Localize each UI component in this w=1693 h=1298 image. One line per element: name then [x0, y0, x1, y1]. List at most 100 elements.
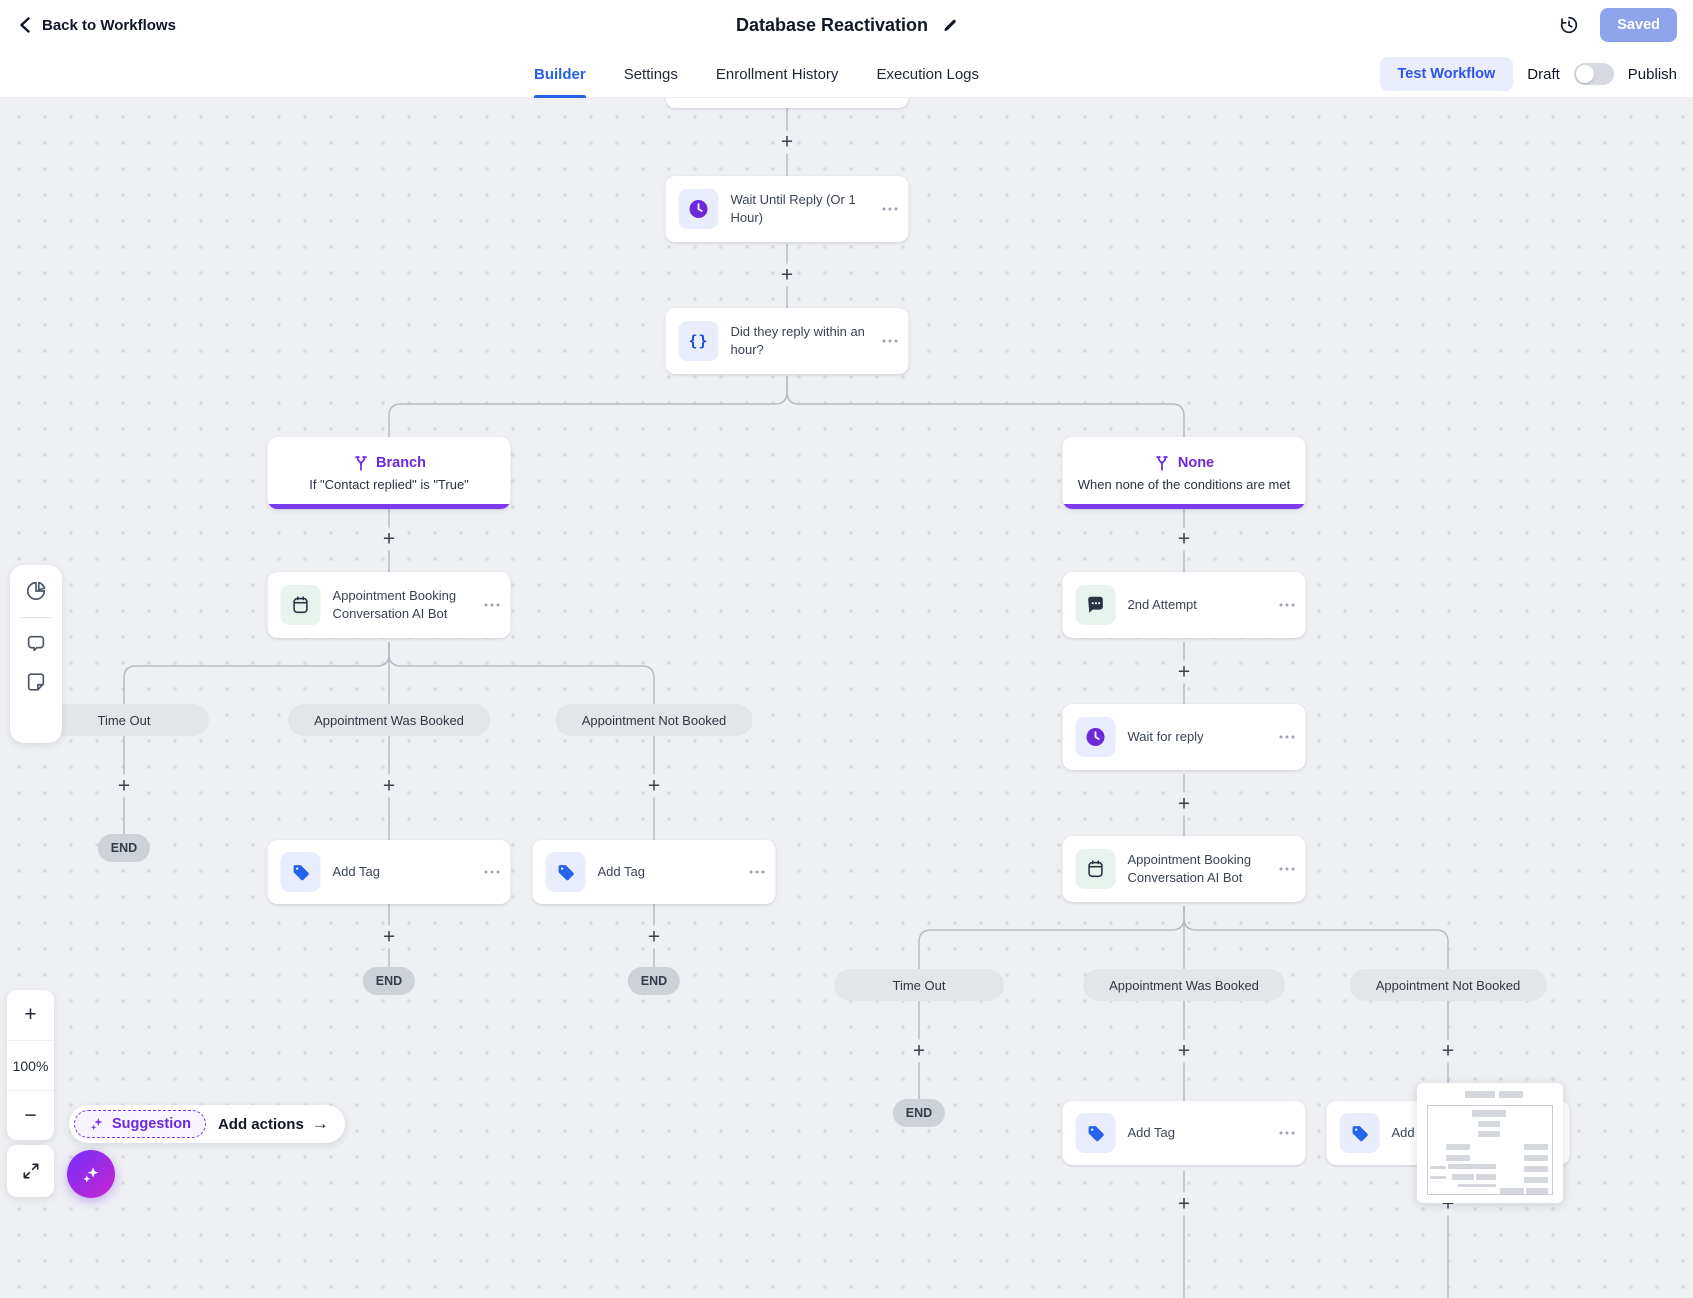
calendar-icon [280, 585, 321, 625]
minimap-viewport [1427, 1105, 1553, 1195]
comment-icon[interactable] [24, 632, 48, 656]
suggestion-label: Suggestion [112, 1116, 191, 1132]
more-options-icon[interactable] [1279, 603, 1295, 607]
tab-enrollment-history[interactable]: Enrollment History [715, 65, 839, 83]
tab-settings[interactable]: Settings [623, 65, 678, 83]
branch-header-none[interactable]: None When none of the conditions are met [1062, 437, 1306, 509]
add-actions-button[interactable]: Add actions → [217, 1114, 329, 1133]
draft-label: Draft [1527, 65, 1560, 83]
node-add-tag[interactable]: Add Tag [267, 840, 511, 904]
add-step-button[interactable]: + [1174, 1039, 1194, 1063]
node-title: Add Tag [332, 864, 380, 880]
branch-pill-not-booked[interactable]: Appointment Not Booked [1349, 969, 1547, 1001]
tab-execution-logs[interactable]: Execution Logs [876, 65, 980, 83]
arrow-right-icon: → [311, 1114, 329, 1133]
sticky-note-icon[interactable] [24, 670, 48, 694]
branch-fork-icon [1156, 455, 1169, 471]
publish-label: Publish [1627, 65, 1677, 83]
workflow-canvas[interactable]: + + + + + + + + + + + + + + + + Wait Unt… [0, 40, 1693, 1298]
branch-badge: None [1177, 455, 1215, 471]
end-badge: END [627, 967, 681, 995]
more-options-icon[interactable] [882, 207, 898, 211]
expand-arrows-icon [23, 1163, 39, 1179]
add-step-button[interactable]: + [1174, 792, 1194, 816]
clock-icon [1075, 717, 1116, 757]
node-title: 2nd Attempt [1127, 597, 1197, 613]
save-button[interactable]: Saved [1600, 8, 1677, 42]
add-step-button[interactable]: + [644, 774, 664, 798]
add-step-button[interactable]: + [777, 263, 797, 287]
suggestion-bar: Suggestion Add actions → [69, 1105, 345, 1143]
add-step-button[interactable]: + [379, 925, 399, 949]
node-title: Add Tag [1127, 1125, 1175, 1141]
add-step-button[interactable]: + [379, 774, 399, 798]
sparkles-icon [83, 1167, 99, 1183]
suggestion-button[interactable]: Suggestion [74, 1110, 206, 1138]
node-wait-for-reply[interactable]: Wait for reply [1062, 704, 1306, 770]
zoom-in-button[interactable]: + [24, 1003, 37, 1026]
chevron-left-icon [20, 17, 30, 33]
tag-icon [1075, 1113, 1116, 1153]
end-badge: END [362, 967, 416, 995]
branch-condition: When none of the conditions are met [1077, 476, 1291, 492]
sparkles-icon [91, 1118, 103, 1130]
tag-icon [280, 852, 321, 892]
node-title: Did they reply within an hour? [730, 324, 865, 357]
fit-to-screen-button[interactable] [7, 1145, 54, 1197]
branch-pill-time-out[interactable]: Time Out [834, 969, 1004, 1001]
branch-pill-not-booked[interactable]: Appointment Not Booked [555, 704, 753, 736]
more-options-icon[interactable] [1279, 1131, 1295, 1135]
node-add-tag[interactable]: Add Tag [1062, 1101, 1306, 1165]
branch-header-true[interactable]: Branch If "Contact replied" is "True" [267, 437, 511, 509]
node-title: Appointment Booking Conversation AI Bot [1127, 852, 1252, 885]
zoom-out-button[interactable]: − [7, 1090, 54, 1140]
node-did-they-reply[interactable]: {} Did they reply within an hour? [665, 308, 909, 374]
branch-accent-bar [1062, 504, 1306, 509]
more-options-icon[interactable] [882, 339, 898, 343]
node-title: Wait for reply [1127, 729, 1204, 745]
more-options-icon[interactable] [1279, 735, 1295, 739]
add-step-button[interactable]: + [644, 925, 664, 949]
test-workflow-button[interactable]: Test Workflow [1379, 57, 1514, 91]
tag-icon [1339, 1113, 1380, 1153]
more-options-icon[interactable] [749, 870, 765, 874]
more-options-icon[interactable] [484, 603, 500, 607]
add-step-button[interactable]: + [379, 527, 399, 551]
publish-toggle[interactable] [1573, 63, 1614, 85]
node-ai-bot[interactable]: Appointment Booking Conversation AI Bot [267, 572, 511, 638]
ai-assistant-fab[interactable] [67, 1150, 115, 1198]
node-title: Wait Until Reply (Or 1 Hour) [730, 192, 856, 225]
zoom-level: 100% [7, 1040, 54, 1090]
add-step-button[interactable]: + [114, 774, 134, 798]
branch-badge: Branch [376, 455, 426, 471]
minimap[interactable] [1417, 1083, 1563, 1203]
add-step-button[interactable]: + [909, 1039, 929, 1063]
more-options-icon[interactable] [1279, 867, 1295, 871]
node-wait-until-reply[interactable]: Wait Until Reply (Or 1 Hour) [665, 176, 909, 242]
add-step-button[interactable]: + [1174, 1192, 1194, 1216]
branch-pill-booked[interactable]: Appointment Was Booked [288, 704, 490, 736]
add-step-button[interactable]: + [1174, 527, 1194, 551]
node-second-attempt[interactable]: 2nd Attempt [1062, 572, 1306, 638]
stats-pie-icon[interactable] [24, 579, 48, 603]
node-ai-bot[interactable]: Appointment Booking Conversation AI Bot [1062, 836, 1306, 902]
add-step-button[interactable]: + [1174, 660, 1194, 684]
node-title: Add Tag [597, 864, 645, 880]
zoom-panel: + 100% − [7, 990, 54, 1140]
add-step-button[interactable]: + [777, 130, 797, 154]
edit-pencil-icon[interactable] [942, 18, 957, 33]
branch-pill-time-out[interactable]: Time Out [39, 704, 209, 736]
node-add-tag[interactable]: Add Tag [532, 840, 776, 904]
version-history-icon[interactable] [1558, 14, 1580, 36]
add-step-button[interactable]: + [1438, 1039, 1458, 1063]
node-title: Appointment Booking Conversation AI Bot [332, 588, 457, 621]
condition-braces-icon: {} [678, 321, 719, 361]
more-options-icon[interactable] [484, 870, 500, 874]
tag-icon [545, 852, 586, 892]
branch-fork-icon [354, 455, 367, 471]
clock-icon [678, 189, 719, 229]
toolbar-divider [21, 617, 51, 618]
back-to-workflows[interactable]: Back to Workflows [18, 0, 176, 50]
branch-pill-booked[interactable]: Appointment Was Booked [1083, 969, 1285, 1001]
tab-builder[interactable]: Builder [534, 50, 586, 98]
